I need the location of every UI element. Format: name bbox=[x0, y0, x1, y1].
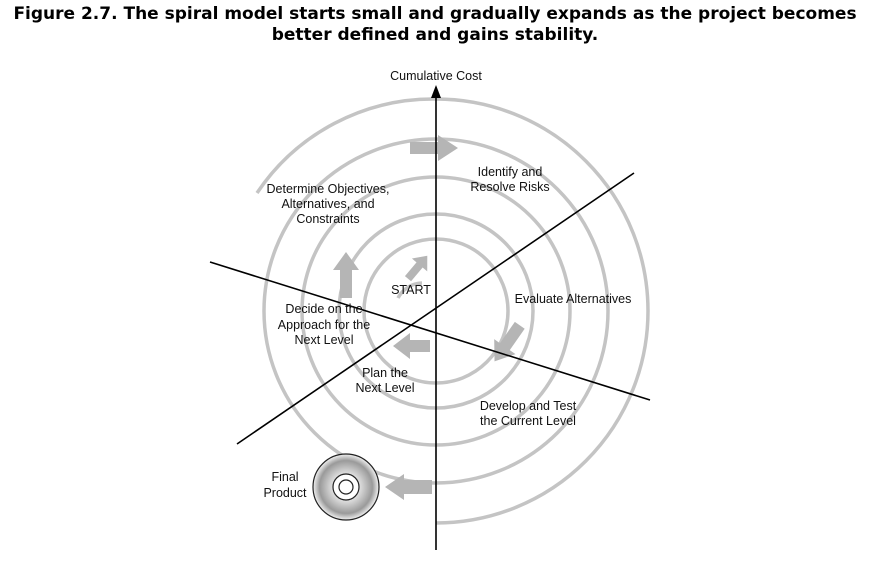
label-identify-line-1: Identify and bbox=[478, 165, 543, 179]
spiral-start-arc bbox=[396, 281, 423, 299]
label-determine-line-2: Alternatives, and bbox=[281, 197, 374, 211]
arrow-left-inner-icon bbox=[393, 333, 430, 359]
label-start: START bbox=[391, 283, 431, 297]
label-develop-line-1: Develop and Test bbox=[480, 399, 577, 413]
arrow-up-left-icon bbox=[333, 252, 359, 298]
label-final-line-2: Product bbox=[263, 486, 307, 500]
progress-arrows bbox=[333, 135, 525, 500]
arrow-final-icon bbox=[385, 474, 432, 500]
arrow-right-top-icon bbox=[410, 135, 458, 161]
label-plan-line-1: Plan the bbox=[362, 366, 408, 380]
label-identify-line-2: Resolve Risks bbox=[470, 180, 549, 194]
arrow-down-right-icon bbox=[494, 321, 525, 362]
label-plan: Plan the Next Level bbox=[355, 366, 414, 395]
label-plan-line-2: Next Level bbox=[355, 381, 414, 395]
caption-line-2: better defined and gains stability. bbox=[271, 25, 599, 45]
diagonal-line-2 bbox=[236, 172, 635, 445]
label-determine-line-3: Constraints bbox=[296, 212, 359, 226]
arrow-start-icon bbox=[404, 255, 428, 282]
caption-line-1: Figure 2.7. The spiral model starts smal… bbox=[13, 4, 857, 24]
label-develop-line-2: the Current Level bbox=[480, 414, 576, 428]
label-decide-line-1: Decide on the bbox=[285, 302, 362, 316]
label-evaluate: Evaluate Alternatives bbox=[515, 292, 632, 306]
axis-label: Cumulative Cost bbox=[390, 69, 482, 83]
axis-arrowhead-icon bbox=[431, 85, 441, 98]
label-identify: Identify and Resolve Risks bbox=[470, 165, 549, 194]
diagonal-line-1 bbox=[209, 261, 651, 401]
label-final-line-1: Final bbox=[271, 470, 298, 484]
label-determine-line-1: Determine Objectives, bbox=[267, 182, 390, 196]
figure-caption: Figure 2.7. The spiral model starts smal… bbox=[0, 4, 870, 46]
label-decide-line-3: Next Level bbox=[294, 333, 353, 347]
final-product-disc bbox=[312, 453, 380, 521]
spiral-outer-arc bbox=[255, 97, 650, 525]
label-decide: Decide on the Approach for the Next Leve… bbox=[278, 302, 370, 347]
label-determine: Determine Objectives, Alternatives, and … bbox=[267, 182, 390, 226]
label-final-product: Final Product bbox=[263, 470, 307, 500]
quadrant-lines bbox=[209, 94, 651, 550]
label-decide-line-2: Approach for the bbox=[278, 318, 370, 332]
label-develop: Develop and Test the Current Level bbox=[480, 399, 577, 428]
